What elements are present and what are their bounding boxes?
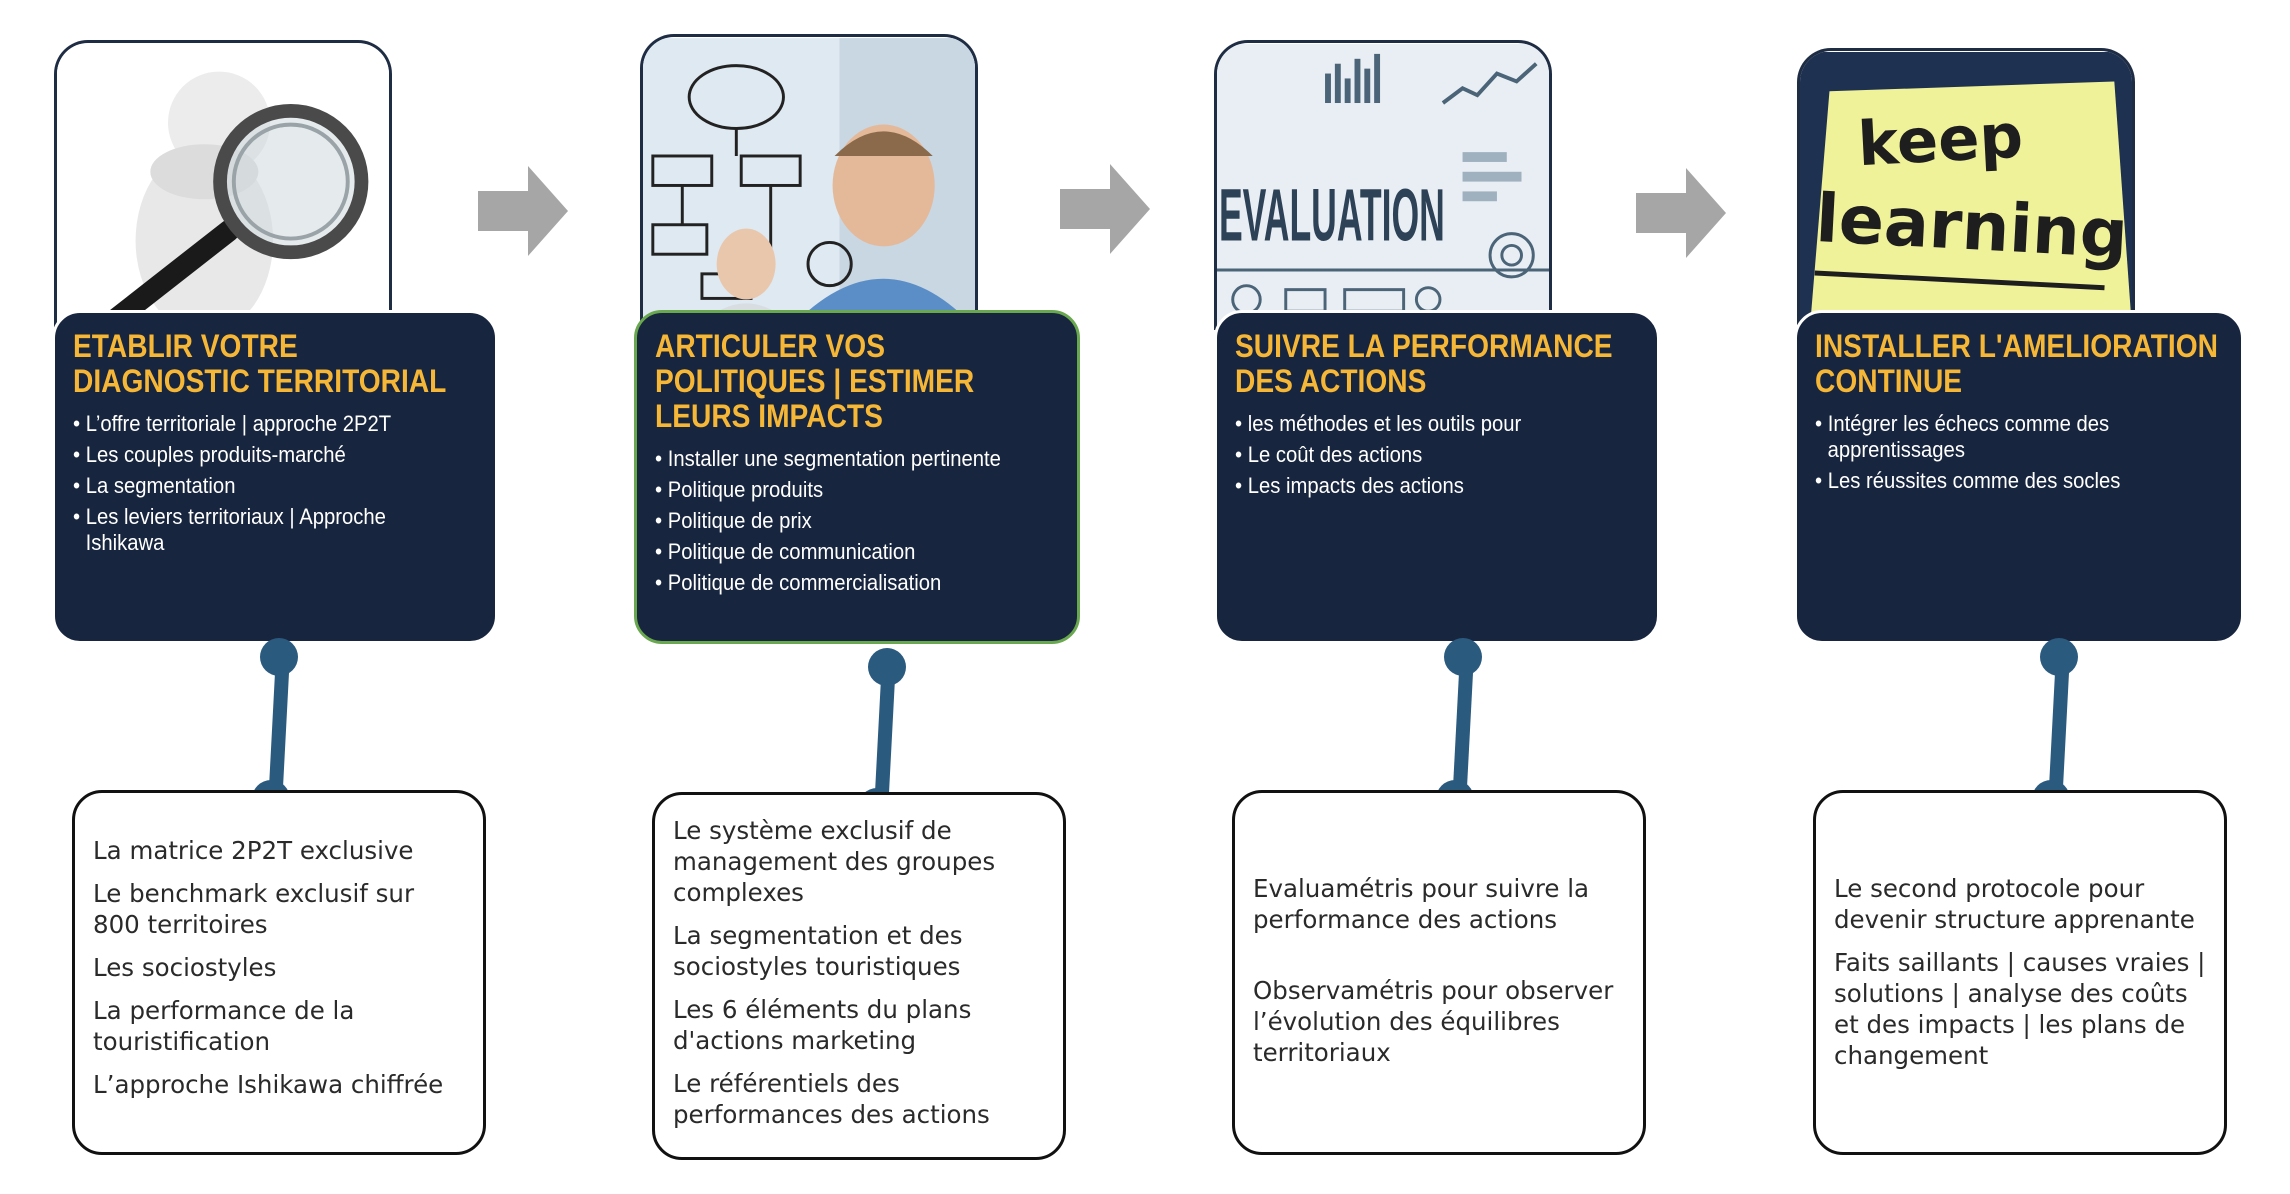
arrow-right-icon (1060, 164, 1150, 254)
step-2-image (640, 34, 978, 329)
list-item: Les impacts des actions (1235, 473, 1671, 499)
step-3-tools: Evaluamétris pour suivre la performance … (1232, 790, 1646, 1155)
step-1-image (54, 40, 392, 330)
step-2-tools: Le système exclusif de management des gr… (652, 792, 1066, 1160)
list-item: Politique produits (655, 477, 1091, 503)
evaluation-text: EVALUATION (1219, 173, 1445, 257)
step-4-card: INSTALLER L'AMELIORATION CONTINUE Intégr… (1794, 310, 2244, 644)
connector-dot-top (1444, 638, 1482, 676)
tool-item: La segmentation et des sociostyles touri… (673, 921, 963, 981)
list-item: La segmentation (73, 473, 509, 499)
step-3-card: SUIVRE LA PERFORMANCE DES ACTIONS les mé… (1214, 310, 1660, 644)
step-1-title: ETABLIR VOTRE DIAGNOSTIC TERRITORIAL (73, 328, 447, 399)
arrow-right-icon (478, 166, 568, 256)
list-item: Politique de commercialisation (655, 570, 1091, 596)
step-3-image: EVALUATION (1214, 40, 1552, 330)
list-item: Les couples produits-marché (73, 442, 509, 468)
tool-item: Le système exclusif de management des gr… (673, 816, 996, 907)
magnifying-glass-figure-icon (57, 44, 389, 330)
tool-item: Le benchmark exclusif sur 800 territoire… (93, 879, 415, 939)
arrow-right-icon (1636, 168, 1726, 258)
list-item: Le coût des actions (1235, 442, 1671, 468)
list-item: Politique de prix (655, 508, 1091, 534)
list-item: Les réussites comme des socles (1815, 468, 2251, 494)
keep-learning-note-icon: keep learning (1800, 52, 2132, 329)
step-2-list: Installer une segmentation pertinente Po… (655, 446, 1059, 596)
tool-item: La performance de la touristification (93, 996, 355, 1056)
flowchart-drawing-icon (643, 38, 975, 328)
connector-dot-top (2040, 638, 2078, 676)
step-3-list: les méthodes et les outils pour Le coût … (1235, 411, 1639, 499)
list-item: Installer une segmentation pertinente (655, 446, 1091, 472)
keep-text: keep (1856, 101, 2024, 181)
step-4-tools: Le second protocole pour devenir structu… (1813, 790, 2227, 1155)
list-item: Les leviers territoriaux | Approche Ishi… (73, 504, 392, 556)
connector-dot-top (260, 638, 298, 676)
step-2-card: ARTICULER VOS POLITIQUES | ESTIMER LEURS… (634, 310, 1080, 644)
tool-item: Evaluamétris pour suivre la performance … (1253, 874, 1590, 934)
step-4-image: keep learning (1797, 48, 2135, 330)
tool-item: Les sociostyles (93, 953, 277, 982)
evaluation-dashboard-icon: EVALUATION (1217, 44, 1549, 329)
learning-text: learning (1814, 179, 2130, 273)
list-item: Intégrer les échecs comme des apprentiss… (1815, 411, 2125, 463)
step-1-list: L’offre territoriale | approche 2P2T Les… (73, 411, 477, 556)
step-3-title: SUIVRE LA PERFORMANCE DES ACTIONS (1235, 328, 1613, 399)
list-item: les méthodes et les outils pour (1235, 411, 1671, 437)
list-item: L’offre territoriale | approche 2P2T (73, 411, 509, 437)
tool-item: Faits saillants | causes vraies | soluti… (1834, 948, 2206, 1070)
connector-dot-top (868, 648, 906, 686)
step-2-title: ARTICULER VOS POLITIQUES | ESTIMER LEURS… (655, 328, 975, 434)
step-4-title: INSTALLER L'AMELIORATION CONTINUE (1815, 328, 2218, 399)
tool-item: Le référentiels des performances des act… (673, 1069, 990, 1129)
tool-item: Le second protocole pour devenir structu… (1834, 874, 2195, 934)
list-item: Politique de communication (655, 539, 1091, 565)
tool-item: Observamétris pour observer l’évolution … (1253, 976, 1614, 1067)
step-1-tools: La matrice 2P2T exclusive Le benchmark e… (72, 790, 486, 1155)
tool-item: La matrice 2P2T exclusive (93, 836, 414, 865)
step-4-list: Intégrer les échecs comme des apprentiss… (1815, 411, 2223, 494)
connector-line (874, 667, 896, 804)
step-1-card: ETABLIR VOTRE DIAGNOSTIC TERRITORIAL L’o… (52, 310, 498, 644)
tool-item: L’approche Ishikawa chiffrée (93, 1070, 444, 1099)
tool-item: Les 6 éléments du plans d'actions market… (673, 995, 972, 1055)
